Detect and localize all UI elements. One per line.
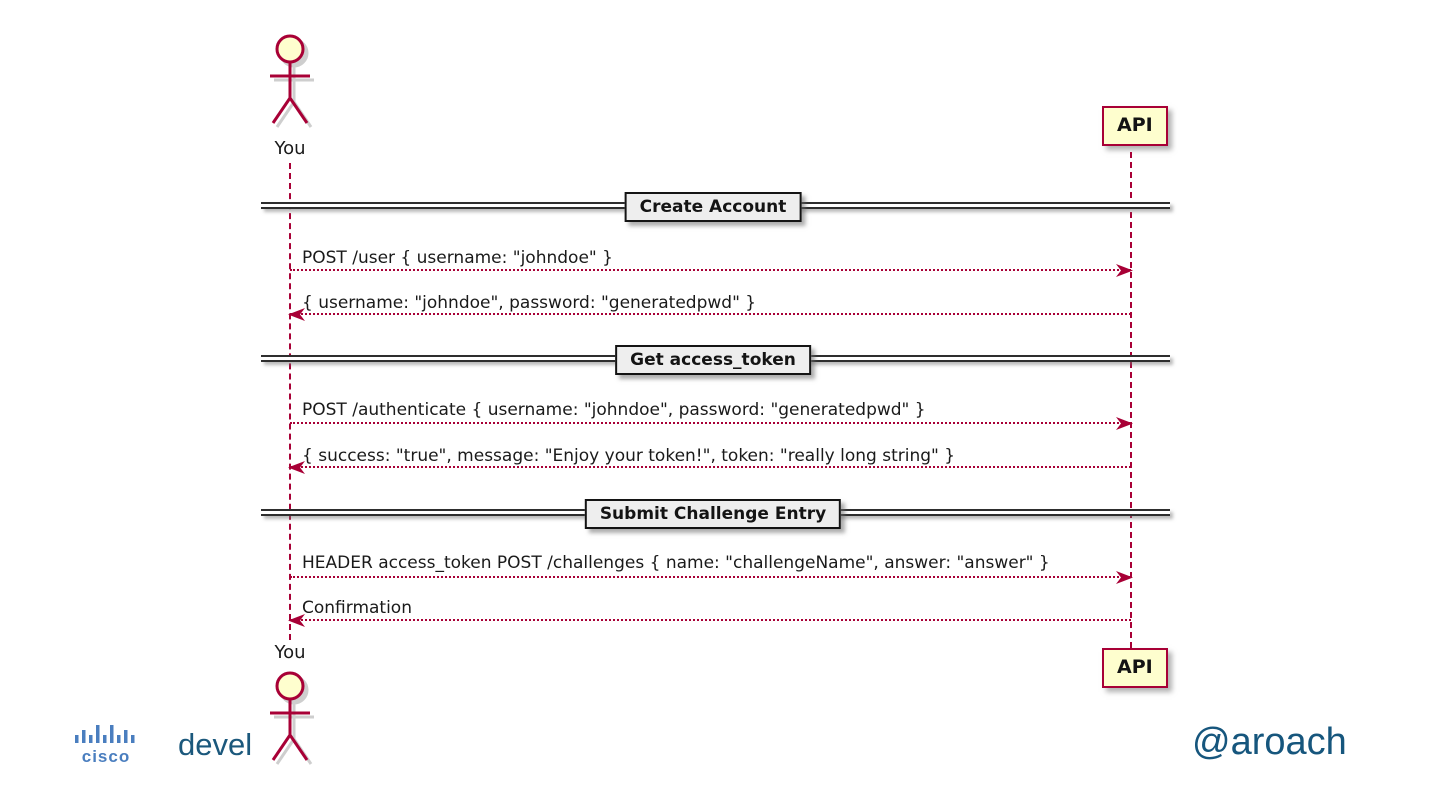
message-arrow [288,461,1131,474]
cisco-logo-bars-icon [75,725,135,743]
message-arrow [288,614,1131,627]
cisco-logo: cisco [72,722,140,765]
actor-you-top-icon [270,34,314,128]
arrowhead-left-icon [288,308,305,321]
divider-label-create-account: Create Account [624,192,802,222]
footer-twitter-handle: @aroach [1192,721,1347,763]
cisco-logo-wordmark: cisco [81,747,131,766]
lifeline-api [1130,152,1132,648]
participant-api-top: API [1102,106,1168,146]
message-arrow [290,264,1133,277]
message-arrow [288,308,1131,321]
arrowhead-right-icon [1116,417,1133,430]
message-label: { success: "true", message: "Enjoy your … [302,446,956,466]
divider-label-get-access-token: Get access_token [615,345,811,375]
participant-you-top-label: You [274,138,306,159]
message-arrow [290,571,1133,584]
lifeline-you [289,163,291,640]
message-label: HEADER access_token POST /challenges { n… [302,553,1050,573]
footer-brand-suffix: devel [178,727,253,762]
arrowhead-left-icon [288,614,305,627]
arrowhead-right-icon [1116,571,1133,584]
divider-label-submit-challenge-entry: Submit Challenge Entry [584,499,842,529]
message-label: Confirmation [302,598,412,618]
arrowhead-left-icon [288,461,305,474]
arrowhead-right-icon [1116,264,1133,277]
actor-you-bottom-icon [270,671,314,765]
participant-api-bottom: API [1102,648,1168,688]
message-label: POST /authenticate { username: "johndoe"… [302,400,926,420]
message-arrow [290,417,1133,430]
participant-you-bottom-label: You [274,642,306,663]
message-label: POST /user { username: "johndoe" } [302,248,613,268]
message-label: { username: "johndoe", password: "genera… [302,293,757,313]
